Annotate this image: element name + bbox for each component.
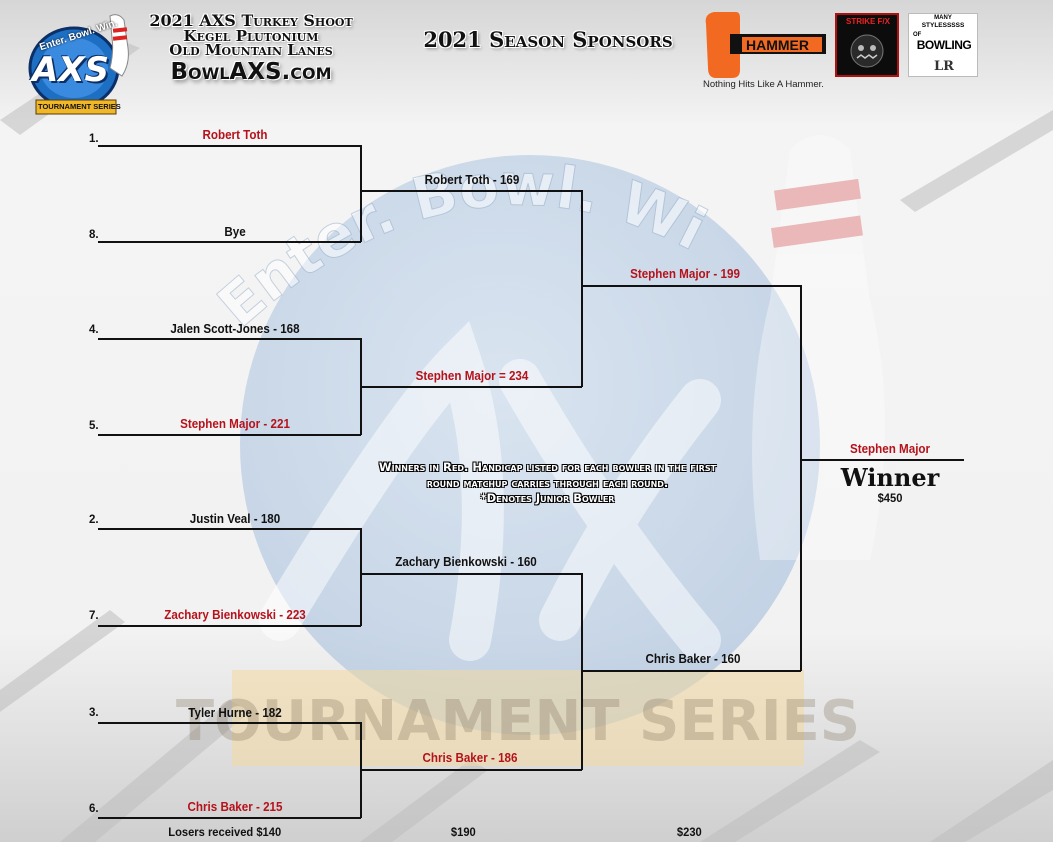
sponsors-heading: 2021 Season Sponsors [423, 27, 673, 52]
seed-label: 4. [89, 324, 99, 336]
r1-line-4 [98, 434, 361, 436]
seed-label: 2. [89, 514, 99, 526]
many-mid: STYLESSSSS [921, 22, 965, 29]
many-of: OF [913, 32, 922, 38]
round1-prize: Losers received $140 [168, 825, 282, 839]
r3-connector [800, 285, 802, 671]
bowler-name: Stephen Major = 234 [415, 369, 529, 383]
bowler-name: Jalen Scott-Jones - 168 [170, 322, 300, 336]
bowler-name: Robert Toth [202, 128, 268, 142]
r1-line-7 [98, 722, 361, 724]
r1-connector-3 [360, 528, 362, 626]
r2-connector-1 [581, 190, 583, 387]
many-top: MANY [934, 15, 952, 21]
r3-line-1 [581, 285, 801, 287]
r2-line-2 [360, 386, 582, 388]
notes-line-1: Winners in Red. Handicap listed for each… [378, 460, 717, 474]
seed-label: 8. [89, 229, 99, 241]
hammer-logo: HAMMER Nothing Hits Like A Hammer. [700, 10, 830, 92]
r1-line-6 [98, 625, 361, 627]
seed-label: 5. [89, 420, 99, 432]
r1-connector-1 [360, 145, 362, 242]
round3-prize: $230 [676, 825, 702, 839]
r1-line-5 [98, 528, 361, 530]
bowler-name: Justin Veal - 180 [189, 512, 281, 526]
r3-line-2 [581, 670, 801, 672]
many-styles-logo: MANY STYLESSSSS OF BOWLING LR [908, 13, 978, 77]
notes-line-3: *Denotes Junior Bowler [480, 491, 615, 505]
notes-line-2: round matchup carries through each round… [426, 476, 669, 490]
strike-fx-logo: STRIKE F/X [835, 13, 899, 77]
champion-name: Stephen Major [849, 442, 931, 456]
r1-line-2 [98, 241, 361, 243]
bowler-name: Stephen Major - 199 [630, 267, 740, 281]
website-link[interactable]: BowlAXS.com [170, 59, 332, 85]
bowler-name: Tyler Hurne - 182 [188, 706, 282, 720]
round2-prize: $190 [450, 825, 476, 839]
oil-pattern: Kegel Plutonium [183, 27, 319, 45]
champion-prize: $450 [877, 491, 903, 505]
axs-logo: Enter. Bowl. Win. AXS TOURNAMENT SERIES [18, 8, 136, 120]
many-main: BOWLING [916, 38, 972, 52]
event-title: 2021 AXS Turkey Shoot [149, 11, 353, 30]
strike-fx-wordmark: STRIKE F/X [845, 17, 890, 26]
watermark-series: TOURNAMENT SERIES [176, 689, 860, 754]
bowler-name: Zachary Bienkowski - 160 [395, 555, 537, 569]
bowler-name: Bye [224, 225, 246, 239]
seed-label: 1. [89, 133, 99, 145]
svg-text:LR: LR [934, 59, 954, 74]
r2-line-3 [360, 573, 582, 575]
seed-label: 7. [89, 610, 99, 622]
axs-letters: AXS [32, 50, 110, 90]
bowler-name: Chris Baker - 215 [187, 800, 283, 814]
venue: Old Mountain Lanes [169, 41, 333, 59]
bowler-name: Zachary Bienkowski - 223 [164, 608, 306, 622]
seed-label: 3. [89, 707, 99, 719]
axs-series: TOURNAMENT SERIES [38, 102, 121, 111]
bowler-name: Chris Baker - 160 [645, 652, 741, 666]
r1-line-3 [98, 338, 361, 340]
r1-line-1 [98, 145, 361, 147]
bowler-name: Chris Baker - 186 [422, 751, 518, 765]
r1-line-8 [98, 817, 361, 819]
hammer-tagline: Nothing Hits Like A Hammer. [703, 79, 824, 90]
champion-line [800, 459, 964, 461]
winner-label: Winner [840, 463, 940, 492]
r2-line-1 [360, 190, 582, 192]
seed-label: 6. [89, 803, 99, 815]
hammer-wordmark: HAMMER [746, 37, 809, 53]
r2-line-4 [360, 769, 582, 771]
bowler-name: Robert Toth - 169 [424, 173, 520, 187]
bowler-name: Stephen Major - 221 [180, 417, 290, 431]
r2-connector-2 [581, 573, 583, 770]
